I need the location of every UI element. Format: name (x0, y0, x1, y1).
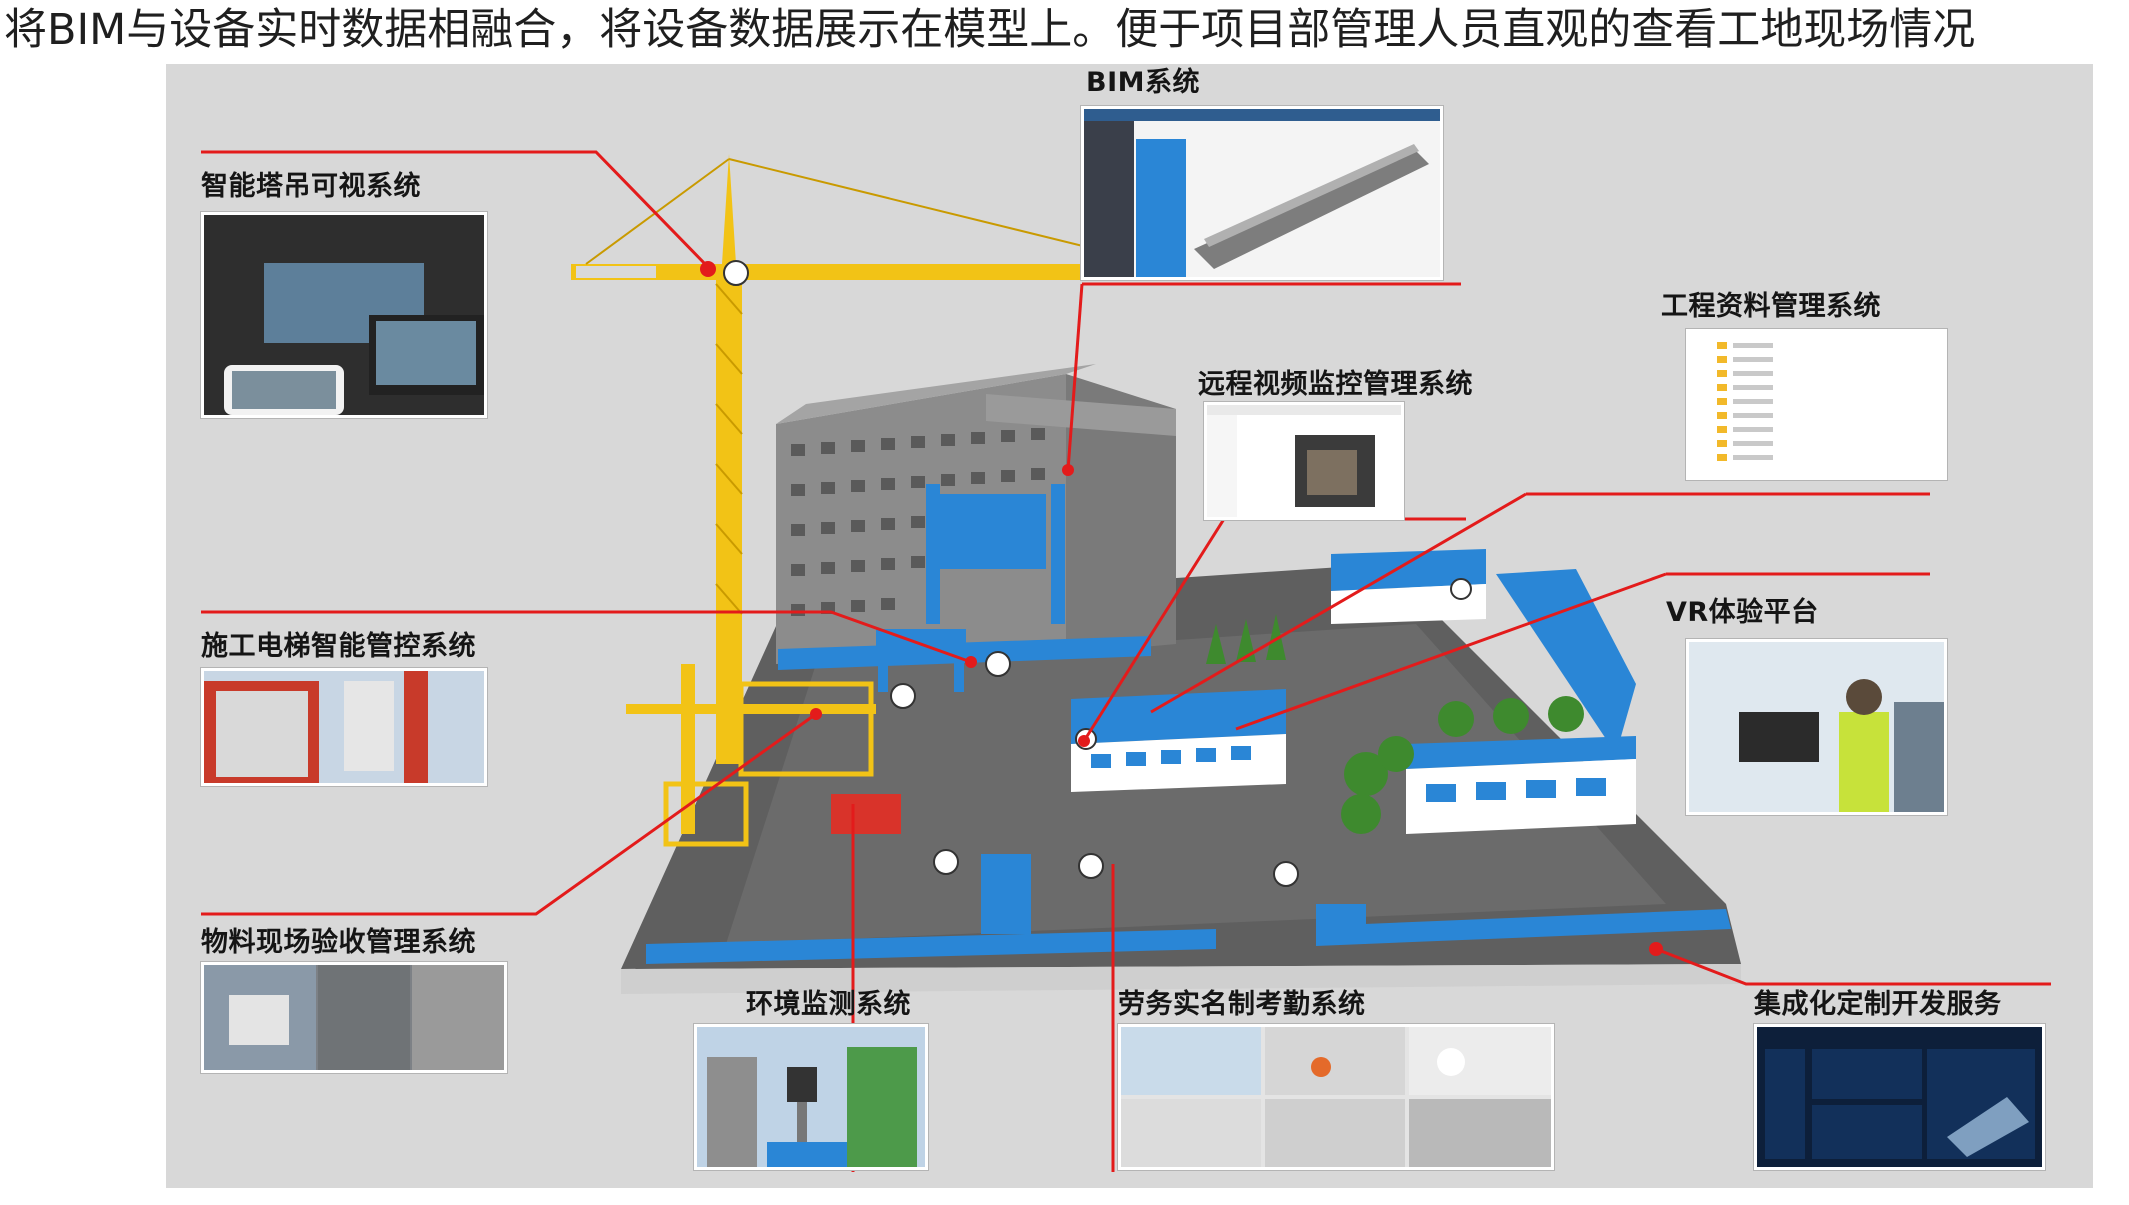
page-headline: 将BIM与设备实时数据相融合，将设备数据展示在模型上。便于项目部管理人员直观的查… (4, 5, 1976, 55)
thumb-vr (1686, 639, 1947, 815)
thumb-engineering-docs (1686, 329, 1947, 480)
label-vr-platform: VR体验平台 (1666, 597, 1819, 628)
tower-crane (571, 154, 1161, 764)
callout-elevator (201, 610, 972, 664)
office-building-rear (1331, 549, 1486, 624)
system-overview-panel: BIM系统 智能塔吊可视系统 工程资料管理系统 远程视频监控管理系统 施工电梯智… (166, 64, 2093, 1188)
thumb-integration (1754, 1024, 2045, 1170)
thumb-bim-software (1081, 106, 1443, 280)
label-bim-system: BIM系统 (1086, 67, 1200, 98)
site-container (831, 794, 901, 834)
label-material-system: 物料现场验收管理系统 (201, 927, 476, 958)
camera-marker-rear (1450, 578, 1472, 600)
building-base-banner (778, 636, 1151, 670)
callout-vr (1235, 572, 1667, 731)
callout-video (1082, 518, 1226, 742)
camera-marker-elevator (890, 683, 916, 709)
label-integration-service: 集成化定制开发服务 (1754, 989, 2002, 1020)
site-gate (876, 629, 966, 692)
callout-dots (700, 261, 1663, 956)
label-remote-video-system: 远程视频监控管理系统 (1198, 369, 1473, 400)
label-labor-system: 劳务实名制考勤系统 (1118, 989, 1366, 1020)
callout-integration (1655, 947, 2051, 986)
dormitory-right (1406, 736, 1636, 834)
small-crane (626, 664, 876, 834)
thumb-remote-video (1204, 402, 1404, 520)
building-banner (936, 494, 1046, 569)
camera-marker-material (933, 849, 959, 875)
callout-tower-crane (201, 150, 710, 269)
label-engineering-docs-system: 工程资料管理系统 (1661, 291, 1881, 322)
thumb-labor (1118, 1024, 1554, 1170)
label-tower-crane-system: 智能塔吊可视系统 (201, 171, 421, 202)
trees (1206, 614, 1584, 834)
building-windows (791, 428, 1045, 616)
callout-bim (1066, 283, 1084, 471)
camera-marker-crane (723, 260, 749, 286)
perimeter-fence (646, 929, 1216, 964)
camera-marker-labor (1078, 853, 1104, 879)
scaffold (738, 681, 874, 777)
shed-right (1496, 569, 1636, 754)
callout-material (201, 712, 817, 916)
callout-docs (1150, 492, 1527, 714)
office-building-center (1071, 689, 1286, 792)
thumb-elevator (201, 668, 487, 786)
thumb-tower-crane-monitors (201, 212, 487, 418)
thumb-environment (694, 1024, 928, 1170)
thumb-material (201, 962, 507, 1073)
camera-marker-env (1273, 861, 1299, 887)
label-environment-system: 环境监测系统 (746, 989, 911, 1020)
construction-site-model (201, 150, 2051, 1172)
label-elevator-system: 施工电梯智能管控系统 (201, 631, 476, 662)
camera-marker-gate (985, 651, 1011, 677)
